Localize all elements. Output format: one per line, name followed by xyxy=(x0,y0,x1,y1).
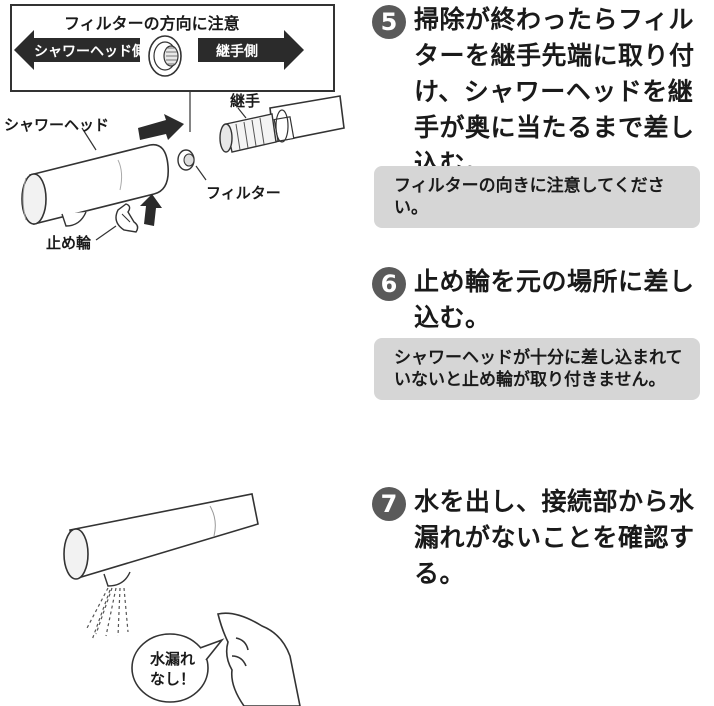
step-5-number: 5 xyxy=(372,5,406,39)
arrow-left-shape xyxy=(14,30,140,70)
arrow-right-shape xyxy=(198,30,304,70)
faucet-pipe-shape xyxy=(63,493,259,587)
step-6-text: 止め輪を元の場所に差し込む。 xyxy=(414,267,695,332)
step-5-text: 掃除が終わったらフィルターを継手先端に取り付け、シャワーヘッドを継手が奥に当たる… xyxy=(414,5,695,178)
joint-pipe-shape xyxy=(219,95,345,153)
arrow-right-small-shape xyxy=(138,114,184,140)
small-filter-shape xyxy=(177,149,195,171)
step-6-note: シャワーヘッドが十分に差し込まれていないと止め輪が取り付きません。 xyxy=(374,338,700,400)
retaining-ring-shape xyxy=(115,203,139,233)
filter-install-illustration xyxy=(14,30,345,241)
leak-check-illustration xyxy=(63,493,301,706)
joint-label: 継手 xyxy=(230,92,261,110)
filter-icon xyxy=(148,35,182,77)
bubble-text-line1: 水漏れ xyxy=(150,650,196,668)
step-7-number: 7 xyxy=(372,487,406,521)
water-spray-shape xyxy=(85,587,129,641)
speech-bubble-shape xyxy=(131,633,225,703)
retaining-ring-label: 止め輪 xyxy=(46,234,92,252)
step-7: 7 水を出し、接続部から水漏れがないことを確認する。 xyxy=(372,484,702,592)
step-6-number: 6 xyxy=(372,267,406,301)
filter-label: フィルター xyxy=(206,184,281,202)
shower-head-shape xyxy=(21,143,170,227)
step-6: 6 止め輪を元の場所に差し込む。 xyxy=(372,264,702,336)
step-5-note: フィルターの向きに注意してください。 xyxy=(374,166,700,228)
step-7-text: 水を出し、接続部から水漏れがないことを確認する。 xyxy=(414,487,695,588)
arrow-left-label: シャワーヘッド側 xyxy=(34,44,146,60)
hand-shape xyxy=(217,612,301,706)
filter-direction-title: フィルターの方向に注意 xyxy=(64,14,240,33)
arrow-up-shape xyxy=(140,194,162,226)
shower-head-label: シャワーヘッド xyxy=(4,116,110,134)
bubble-text-line2: なし！ xyxy=(150,670,196,688)
step-5: 5 掃除が終わったらフィルターを継手先端に取り付け、シャワーヘッドを継手が奥に当… xyxy=(372,2,702,182)
arrow-right-label: 継手側 xyxy=(216,44,258,60)
